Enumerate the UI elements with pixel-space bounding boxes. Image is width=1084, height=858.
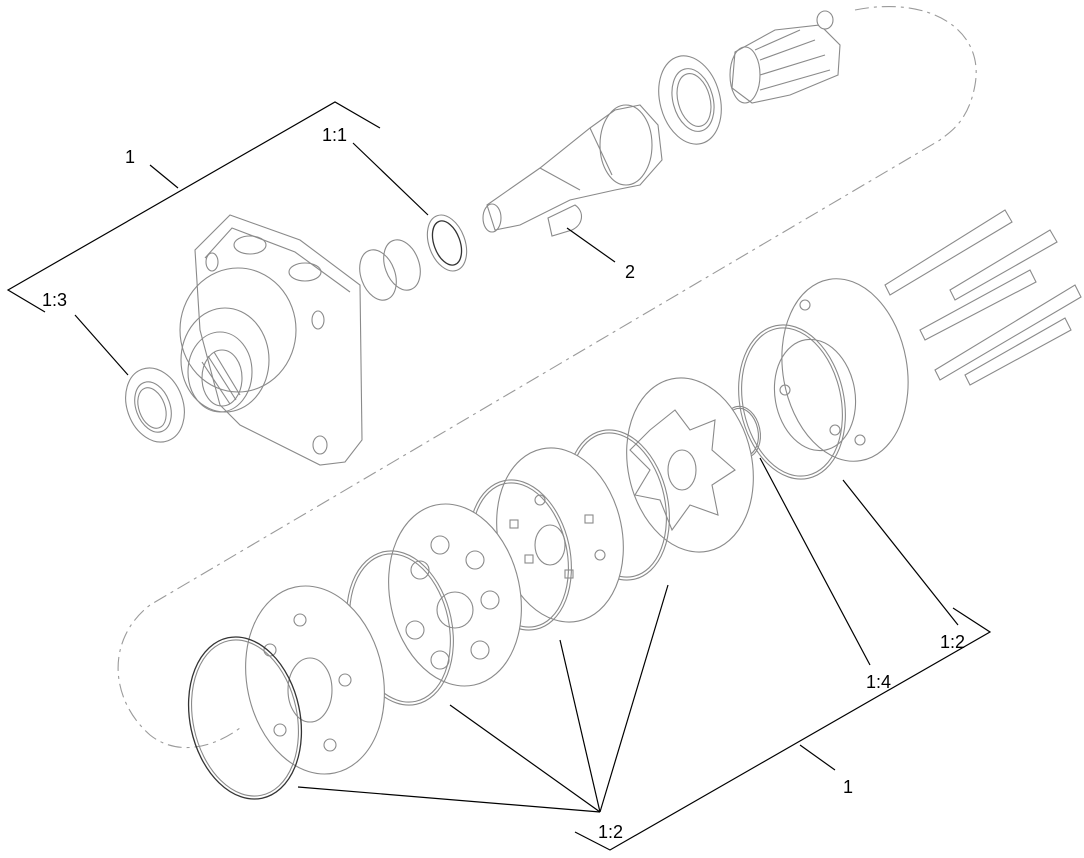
- thrust-bearing: [658, 55, 722, 145]
- leader-lines: [6, 101, 992, 851]
- output-shaft: [482, 104, 663, 233]
- callout-shaft-seal: 1:1: [322, 125, 347, 145]
- motor-housing: [179, 214, 363, 466]
- rotor-plate: [626, 377, 754, 553]
- large-o-ring-right: [738, 324, 846, 480]
- callout-key: 2: [625, 262, 635, 282]
- callout-small-o-ring: 1:4: [866, 672, 891, 692]
- callout-assembly-top: 1: [125, 147, 135, 167]
- manifold-plate: [388, 503, 522, 687]
- callout-seals-bottom: 1:2: [598, 822, 623, 842]
- dust-seal: [125, 367, 185, 443]
- drive-spline: [729, 10, 841, 104]
- end-cap: [773, 278, 909, 462]
- valve-plate: [496, 447, 624, 623]
- housing-rings: [359, 239, 421, 301]
- callout-dust-seal: 1:3: [42, 290, 67, 310]
- callout-seal-right: 1:2: [940, 632, 965, 652]
- front-plate: [245, 585, 385, 775]
- callout-labels: 1 1:1 2 1:3 1:2 1:4 1 1:2: [42, 125, 965, 842]
- shaft-seal: [426, 214, 468, 272]
- callout-assembly-bottom: 1: [843, 777, 853, 797]
- cap-screws: [884, 209, 1082, 386]
- woodruff-key: [547, 204, 582, 237]
- seal-ring-front: [187, 636, 303, 800]
